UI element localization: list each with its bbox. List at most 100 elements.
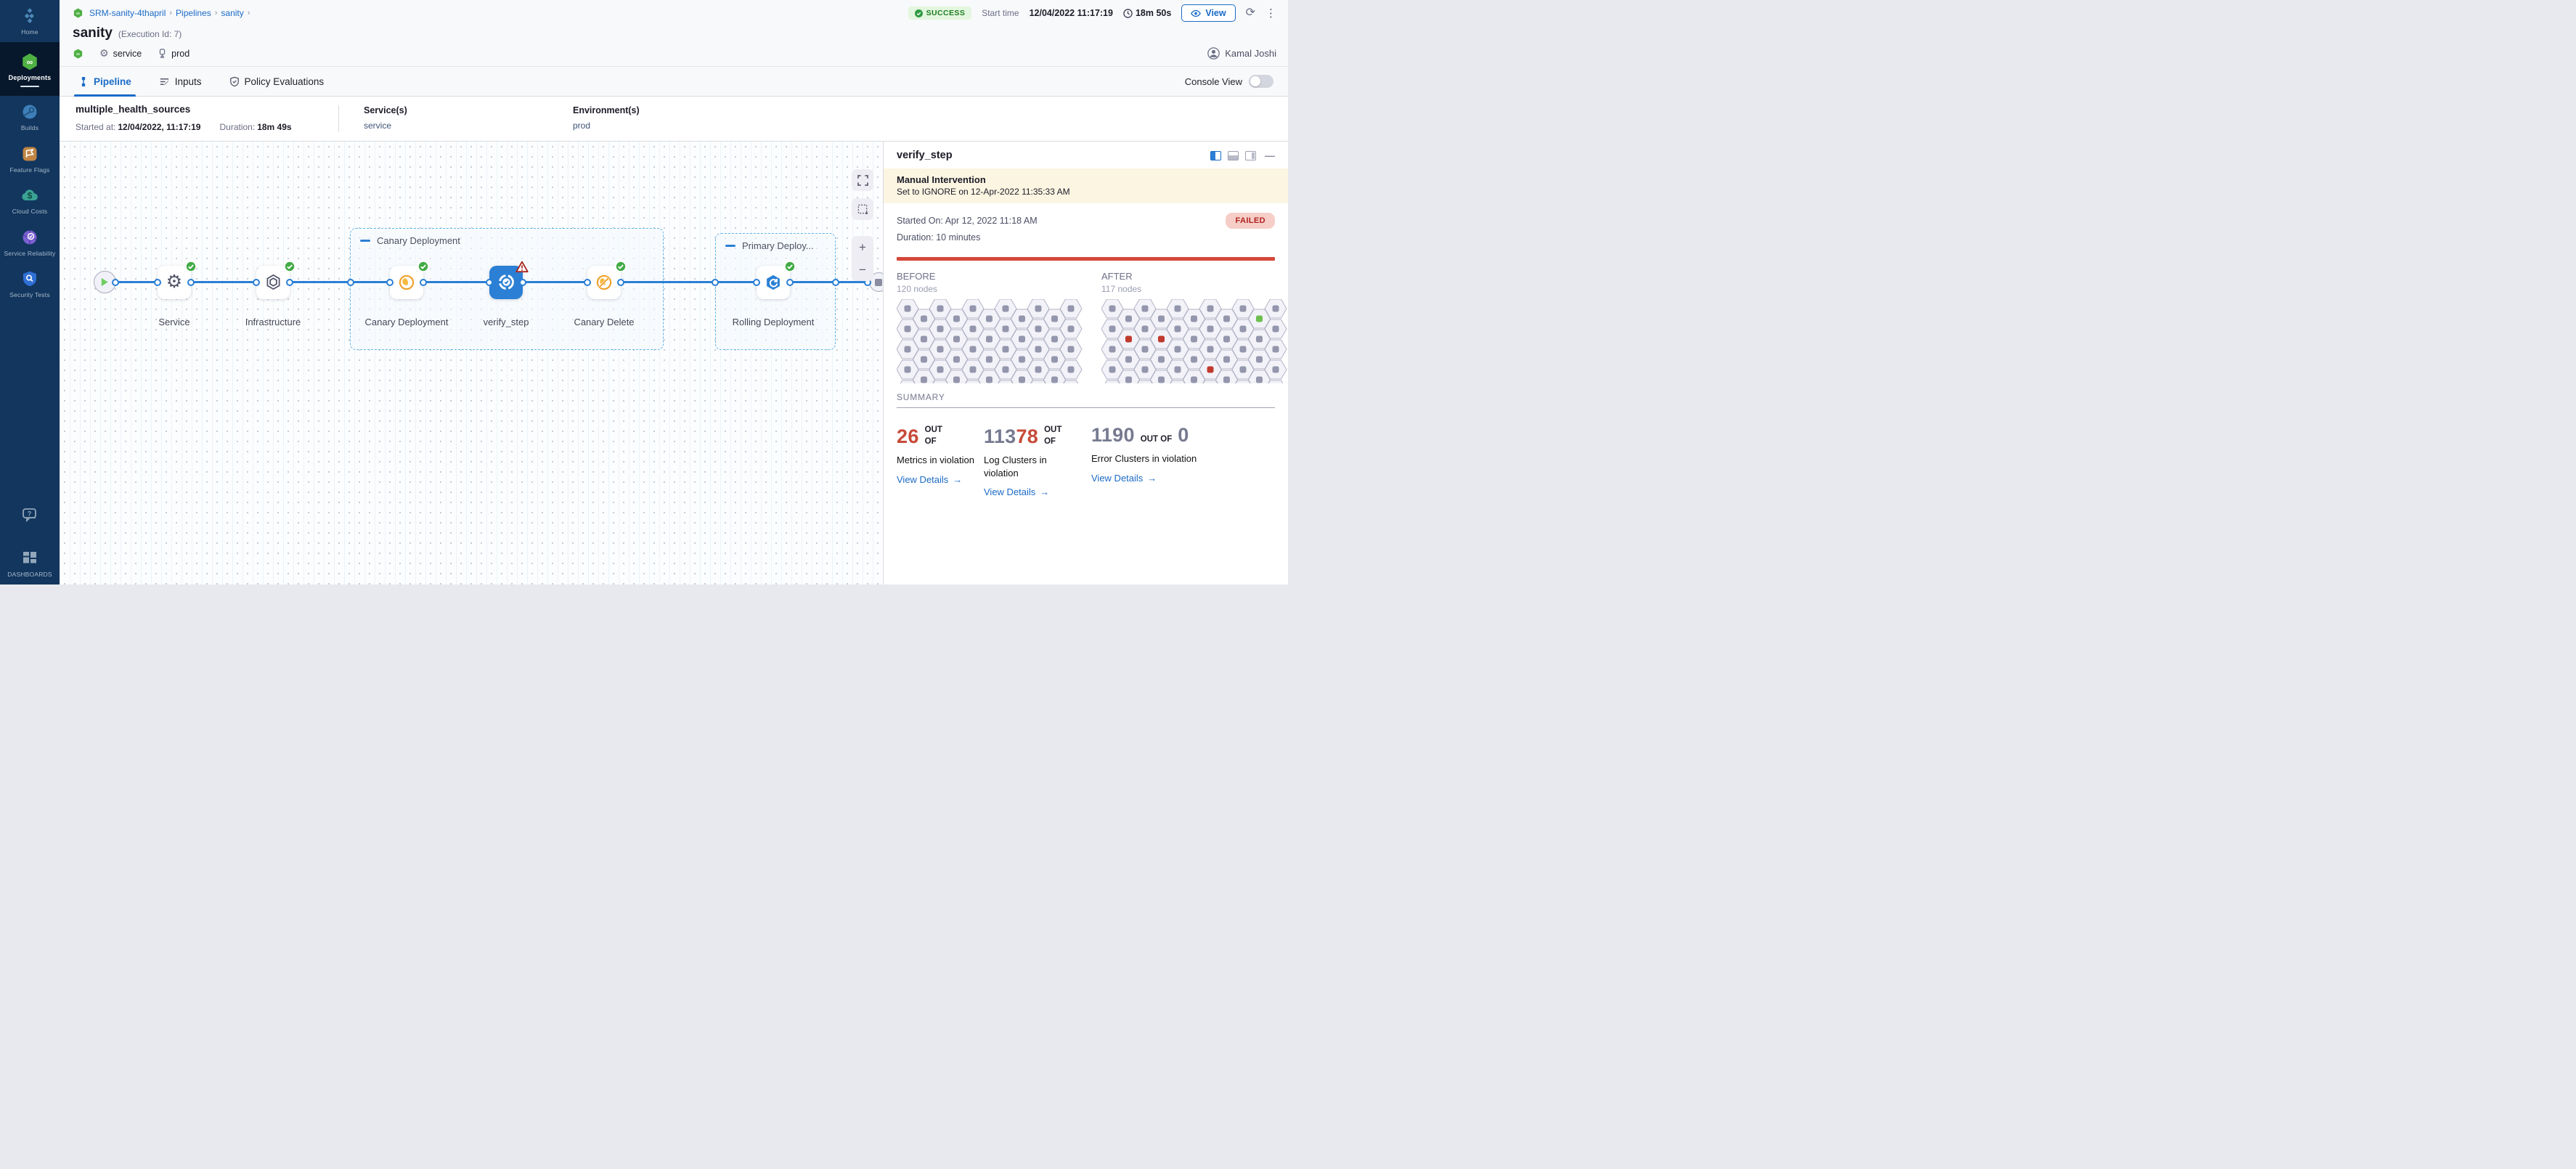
node-label-infrastructure: Infrastructure bbox=[245, 317, 301, 327]
view-button[interactable]: View bbox=[1181, 4, 1236, 22]
tab-pipeline[interactable]: Pipeline bbox=[74, 67, 136, 97]
builds-icon bbox=[20, 102, 39, 121]
summary-metric-label: Error Clusters in violation bbox=[1091, 453, 1197, 465]
sidebar-item-label: Builds bbox=[20, 123, 39, 131]
service-link[interactable]: service bbox=[364, 121, 392, 131]
sidebar-item-service-reliability[interactable]: Service Reliability bbox=[0, 221, 60, 264]
svg-text:∞: ∞ bbox=[76, 52, 80, 57]
page-title: sanity bbox=[73, 25, 113, 41]
start-time-label: Start time bbox=[982, 8, 1019, 18]
pipeline-node-canary-deployment[interactable] bbox=[390, 260, 429, 299]
fit-to-screen-button[interactable] bbox=[852, 169, 873, 191]
breadcrumb-project[interactable]: SRM-sanity-4thapril bbox=[89, 8, 166, 18]
sidebar-item-feature-flags[interactable]: Feature Flags bbox=[0, 138, 60, 180]
summary-metric-label: Metrics in violation bbox=[897, 455, 974, 466]
pipeline-node-service[interactable]: ⚙ bbox=[158, 260, 197, 299]
panel-header: verify_step — bbox=[884, 142, 1288, 168]
console-view-toggle[interactable] bbox=[1249, 75, 1273, 88]
node-label-canary-deployment: Canary Deployment bbox=[364, 317, 449, 327]
pipeline-node-verify-step[interactable] bbox=[489, 261, 529, 299]
started-on-text: Started On: Apr 12, 2022 11:18 AM bbox=[897, 216, 1038, 226]
zoom-in-button[interactable]: + bbox=[859, 240, 866, 254]
breadcrumb-pipeline-name[interactable]: sanity bbox=[221, 8, 244, 18]
divider bbox=[338, 105, 339, 132]
connector-port bbox=[386, 279, 394, 286]
after-label: AFTER bbox=[1101, 271, 1133, 282]
node-label-rolling-deployment: Rolling Deployment bbox=[732, 317, 815, 327]
avatar-icon bbox=[1207, 47, 1220, 60]
more-options-icon[interactable]: ⋮ bbox=[1265, 7, 1276, 20]
tab-bar: Pipeline Inputs Policy Evaluations Console… bbox=[60, 66, 1288, 97]
connector-port bbox=[187, 279, 195, 286]
tab-inputs[interactable]: Inputs bbox=[156, 67, 205, 96]
inputs-icon bbox=[159, 76, 170, 87]
environments-label: Environment(s) bbox=[573, 105, 640, 115]
zoom-out-button[interactable]: − bbox=[859, 262, 866, 277]
refresh-icon[interactable]: ⟳ bbox=[1245, 7, 1255, 19]
pipeline-icon bbox=[78, 76, 89, 87]
deployments-icon: ∞ bbox=[20, 52, 39, 71]
after-node-grid[interactable] bbox=[1101, 299, 1287, 384]
service-tag[interactable]: ⚙ service bbox=[99, 47, 142, 59]
breadcrumb-separator: › bbox=[214, 9, 218, 17]
run-duration: Duration:18m 49s bbox=[219, 122, 292, 132]
arrow-right-icon: → bbox=[1147, 472, 1157, 484]
layout-bottom-icon[interactable] bbox=[1228, 150, 1239, 160]
active-indicator bbox=[20, 85, 39, 87]
console-view-label: Console View bbox=[1184, 76, 1242, 87]
environment-link[interactable]: prod bbox=[573, 121, 591, 131]
breadcrumb-separator: › bbox=[247, 9, 250, 17]
view-details-link[interactable]: View Details→ bbox=[984, 486, 1050, 498]
tab-policy-evaluations[interactable]: Policy Evaluations bbox=[227, 67, 327, 96]
sidebar-item-label: DASHBOARDS bbox=[7, 571, 52, 579]
after-column: AFTER 117 nodes bbox=[1101, 271, 1287, 384]
sidebar-item-builds[interactable]: Builds bbox=[0, 96, 60, 138]
sidebar-spacer bbox=[0, 317, 60, 500]
play-icon bbox=[101, 277, 108, 287]
canary-delete-icon bbox=[595, 273, 614, 292]
before-node-grid[interactable] bbox=[897, 299, 1083, 384]
layout-right-icon[interactable] bbox=[1245, 150, 1256, 160]
marquee-select-button[interactable] bbox=[852, 198, 873, 220]
success-badge bbox=[185, 260, 197, 276]
arrow-right-icon: → bbox=[953, 473, 963, 485]
warning-badge bbox=[515, 261, 529, 277]
canary-deployment-icon bbox=[397, 273, 416, 292]
sidebar-item-label: Cloud Costs bbox=[12, 208, 48, 216]
sidebar-item-label: Deployments bbox=[8, 73, 52, 81]
sidebar-item-home[interactable]: Home bbox=[0, 0, 60, 42]
pipeline-node-canary-delete[interactable] bbox=[587, 260, 627, 299]
help-icon: ? bbox=[20, 506, 39, 525]
breadcrumb-pipelines[interactable]: Pipelines bbox=[176, 8, 211, 18]
environment-tag[interactable]: prod bbox=[158, 49, 189, 59]
layout-split-right-icon[interactable] bbox=[1210, 150, 1221, 160]
collapse-stage-icon[interactable] bbox=[360, 240, 370, 242]
view-details-link[interactable]: View Details→ bbox=[897, 473, 963, 485]
pipeline-node-infrastructure[interactable] bbox=[256, 260, 295, 299]
pipeline-node-rolling-deployment[interactable] bbox=[757, 260, 796, 299]
sidebar-item-dashboards[interactable]: DASHBOARDS bbox=[0, 542, 60, 584]
minimize-panel-icon[interactable]: — bbox=[1265, 150, 1275, 161]
run-name: multiple_health_sources bbox=[76, 104, 191, 115]
clock-icon bbox=[1123, 8, 1133, 18]
status-badge: SUCCESS bbox=[908, 7, 972, 20]
svg-text:?: ? bbox=[28, 510, 32, 518]
connector-port bbox=[486, 279, 493, 286]
collapse-stage-icon[interactable] bbox=[725, 245, 735, 247]
sidebar-item-cloud-costs[interactable]: $Cloud Costs bbox=[0, 179, 60, 221]
user-info[interactable]: Kamal Joshi bbox=[1207, 47, 1276, 60]
sidebar-item-deployments[interactable]: ∞ Deployments bbox=[0, 41, 60, 96]
connector-port bbox=[347, 279, 354, 286]
sidebar-item-help[interactable]: ? bbox=[0, 500, 60, 531]
node-label-canary-delete: Canary Delete bbox=[574, 317, 635, 327]
panel-title: verify_step bbox=[897, 150, 953, 161]
breadcrumb: ∞ SRM-sanity-4thapril › Pipelines › sani… bbox=[73, 7, 250, 19]
sidebar-item-security-tests[interactable]: Security Tests bbox=[0, 263, 60, 305]
view-details-link[interactable]: View Details→ bbox=[1091, 472, 1157, 484]
